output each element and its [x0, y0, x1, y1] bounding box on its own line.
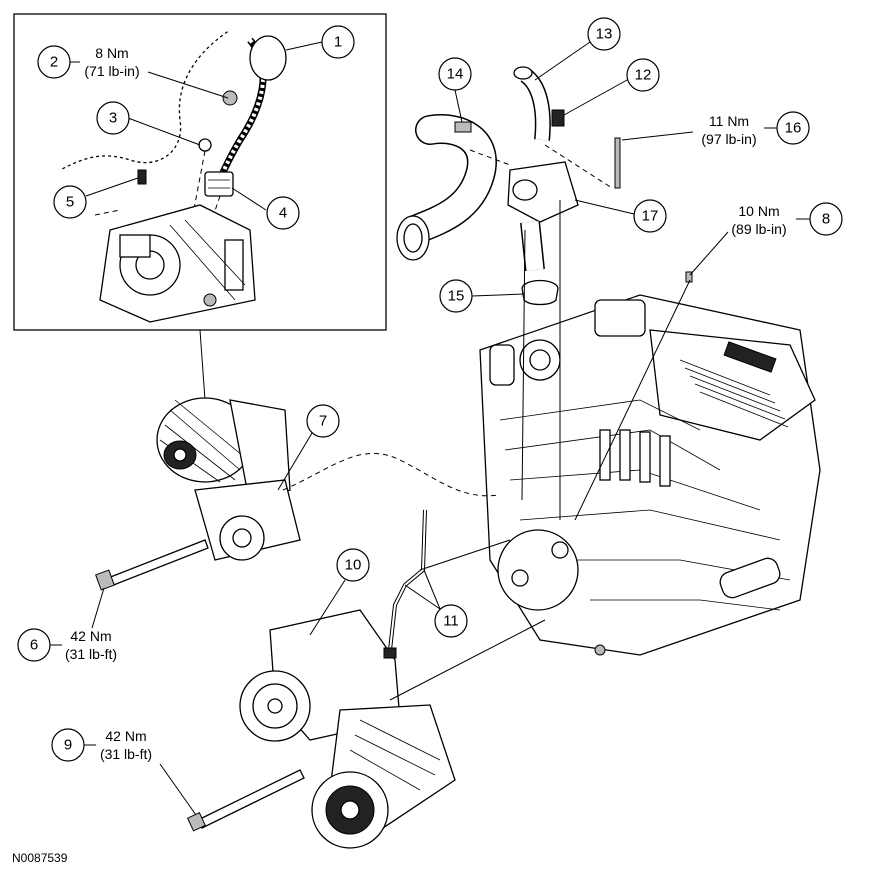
svg-text:11: 11 [443, 613, 459, 630]
tube-11 [383, 509, 427, 659]
svg-text:7: 7 [319, 413, 327, 430]
detail-inset [13, 13, 387, 331]
svg-text:16: 16 [785, 120, 802, 137]
svg-text:5: 5 [66, 194, 74, 211]
callout-12: 12 [563, 58, 660, 116]
alternator [156, 397, 301, 561]
svg-text:42 Nm: 42 Nm [105, 728, 146, 744]
callout-7: 7 [277, 404, 340, 491]
callout-16: 16 11 Nm (97 lb-in) [621, 111, 810, 147]
svg-text:2: 2 [50, 54, 58, 71]
svg-text:10 Nm: 10 Nm [738, 203, 779, 219]
svg-text:(31 lb-ft): (31 lb-ft) [100, 746, 152, 762]
svg-text:3: 3 [109, 110, 117, 127]
engine-assembly [479, 294, 821, 656]
svg-text:15: 15 [448, 288, 465, 305]
callout-17: 17 [574, 199, 667, 233]
callout-9: 9 42 Nm (31 lb-ft) [51, 728, 197, 816]
callout-13: 13 [534, 17, 621, 81]
hose-13 [513, 66, 551, 141]
svg-text:(31 lb-ft): (31 lb-ft) [65, 646, 117, 662]
svg-text:8: 8 [822, 211, 830, 228]
ac-compressor [239, 609, 456, 849]
figure-id: N0087539 [12, 851, 68, 865]
callout-8: 8 10 Nm (89 lb-in) [574, 202, 843, 521]
svg-text:10: 10 [345, 557, 362, 574]
coolant-hose-14 [396, 114, 497, 261]
thermostat-housing-17 [507, 161, 579, 272]
callout-6: 6 42 Nm (31 lb-ft) [17, 587, 117, 662]
svg-text:4: 4 [279, 205, 287, 222]
svg-text:11 Nm: 11 Nm [709, 113, 749, 129]
svg-text:(71 lb-in): (71 lb-in) [84, 63, 139, 79]
callout-3: 3 [96, 101, 130, 135]
svg-text:12: 12 [635, 67, 652, 84]
clamp-15 [521, 279, 559, 306]
svg-text:17: 17 [642, 208, 659, 225]
bolt-9 [186, 769, 305, 832]
sensor-12 [551, 109, 565, 127]
bolt-16 [614, 137, 621, 189]
bolt-6 [95, 539, 209, 591]
svg-text:9: 9 [64, 737, 72, 754]
callout-14: 14 [438, 57, 472, 123]
svg-text:(89 lb-in): (89 lb-in) [731, 221, 786, 237]
svg-text:8 Nm: 8 Nm [95, 45, 128, 61]
svg-text:14: 14 [447, 66, 464, 83]
svg-text:(97 lb-in): (97 lb-in) [701, 131, 756, 147]
svg-text:6: 6 [30, 637, 38, 654]
svg-text:13: 13 [596, 26, 613, 43]
callout-2: 2 8 Nm (71 lb-in) [37, 45, 140, 79]
callout-5: 5 [53, 185, 87, 219]
callout-11: 11 [404, 569, 468, 638]
callout-15: 15 [439, 279, 525, 313]
callout-1: 1 [321, 25, 355, 59]
callout-10: 10 [309, 548, 370, 636]
svg-text:42 Nm: 42 Nm [70, 628, 111, 644]
svg-text:1: 1 [334, 34, 342, 51]
callout-4: 4 [266, 196, 300, 230]
